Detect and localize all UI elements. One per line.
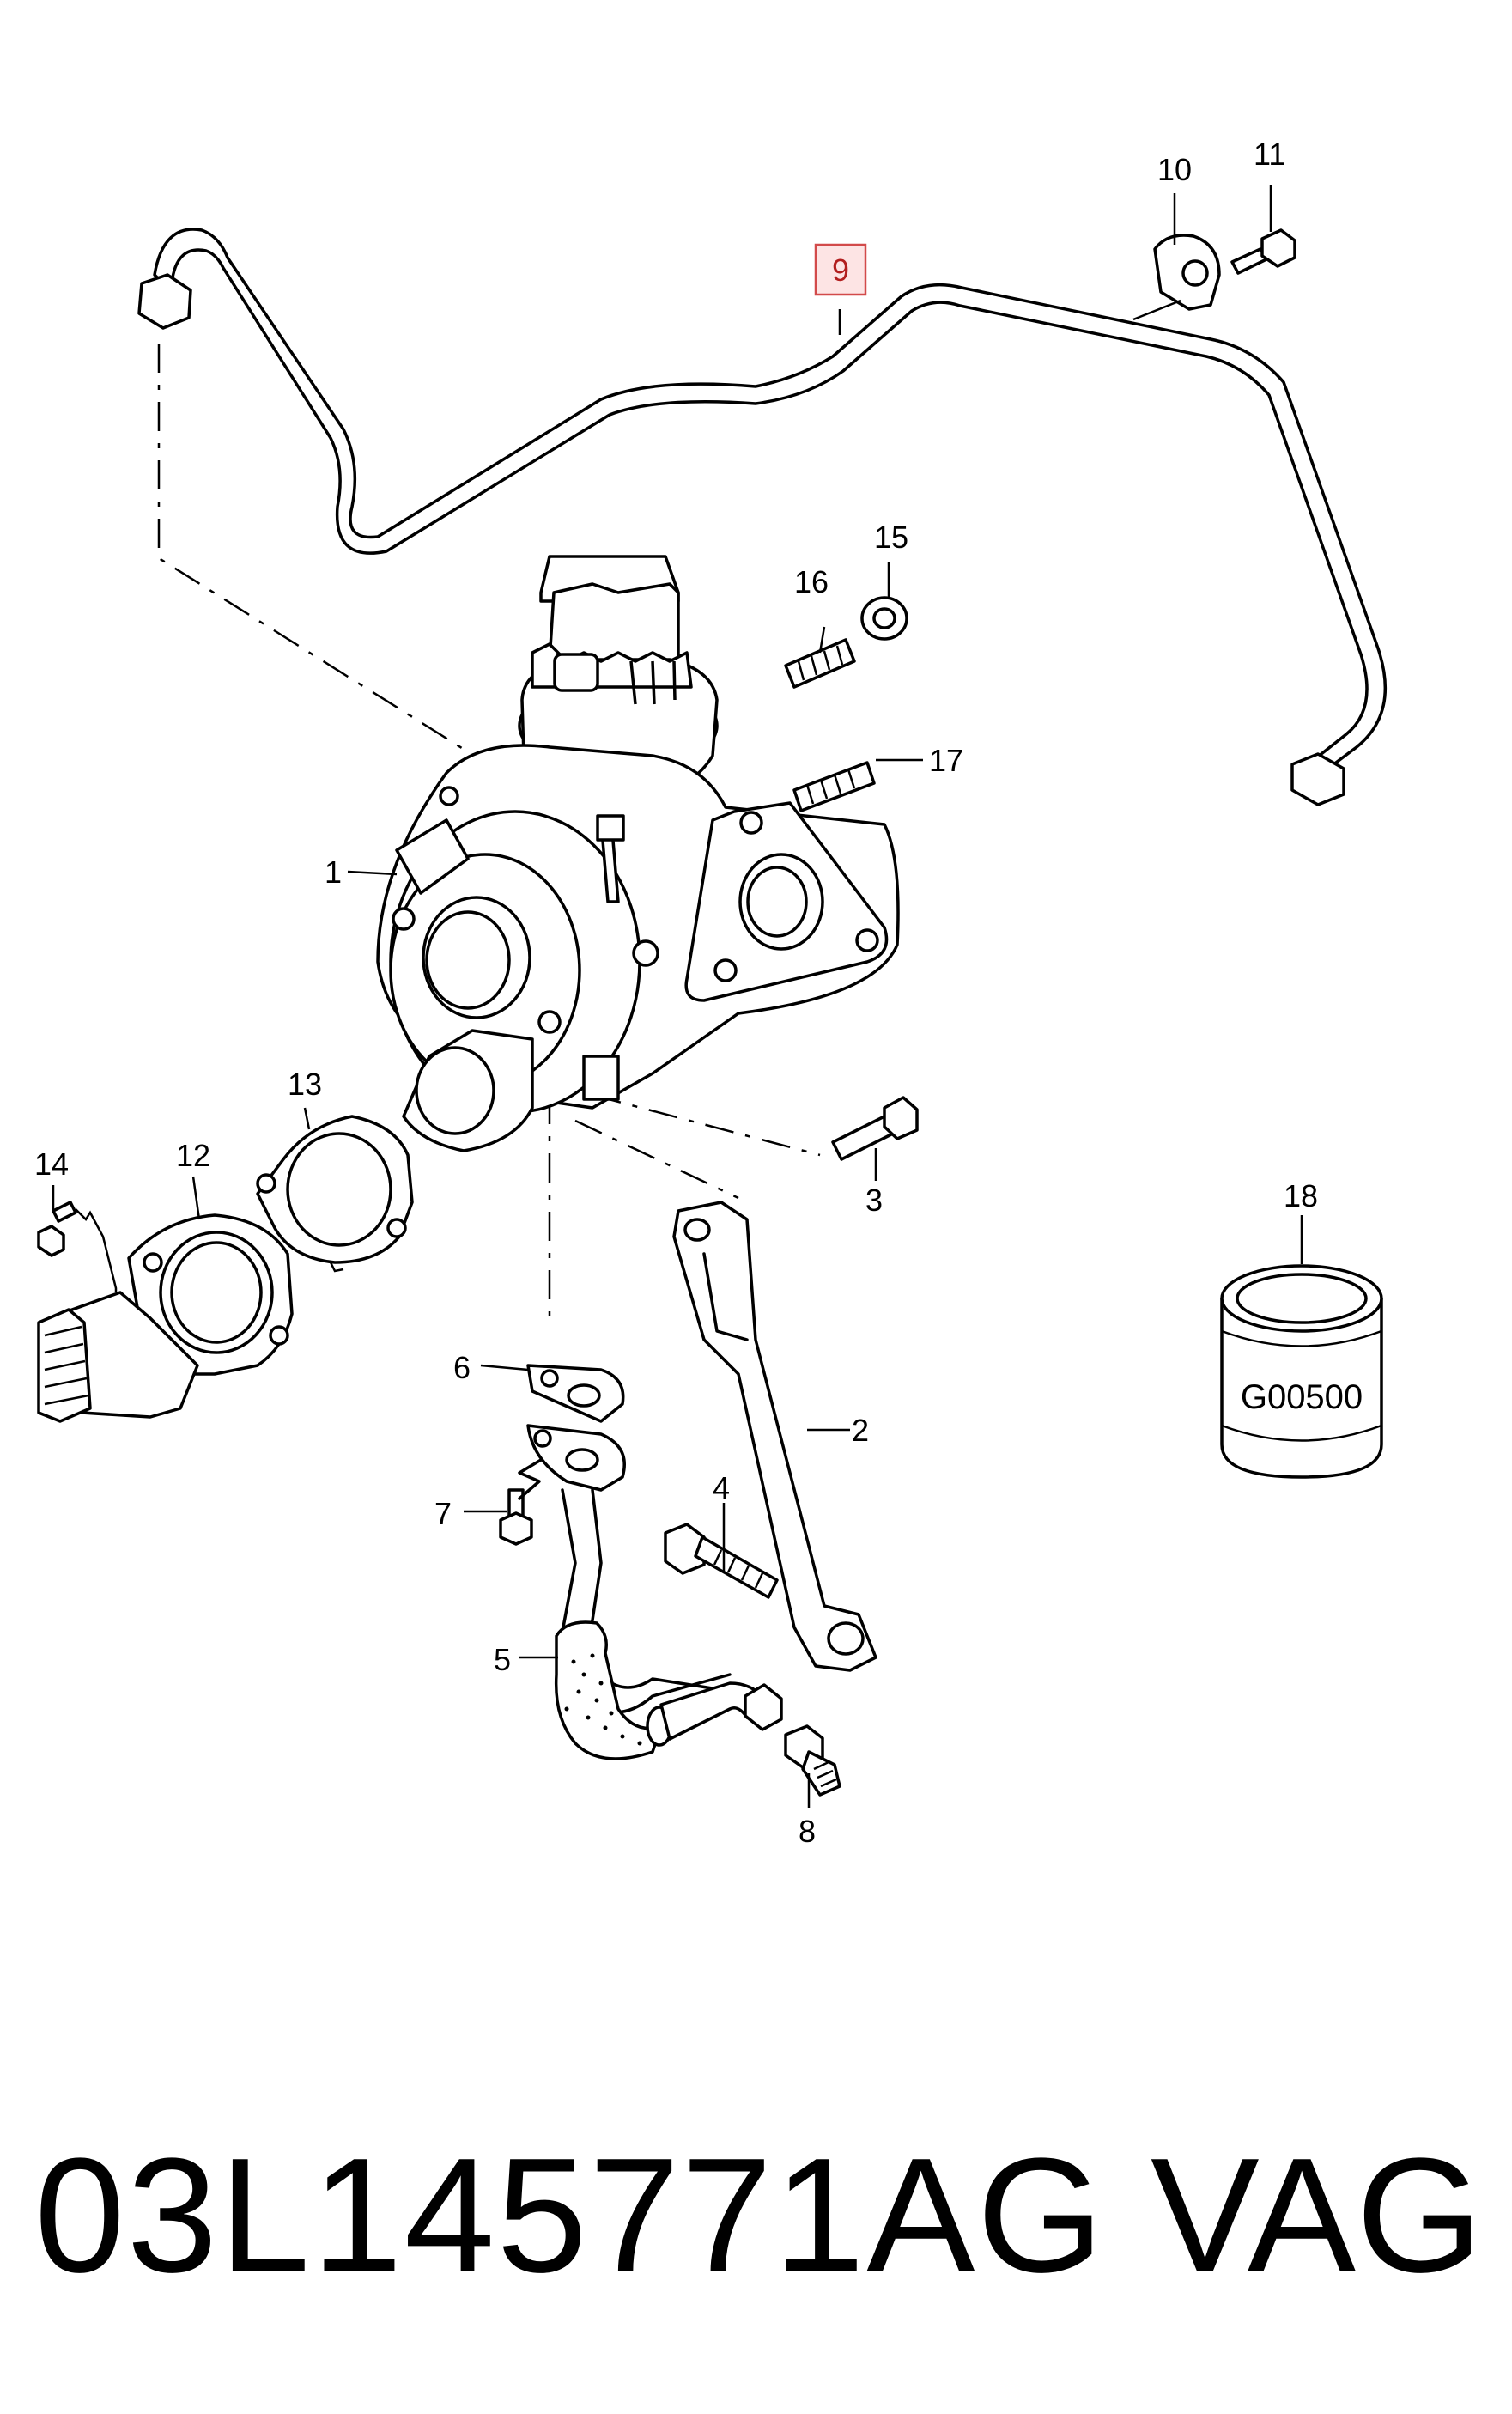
washer-15 [860,596,908,641]
label-9-highlight [814,243,867,296]
pipe-clip [1132,234,1221,321]
gasket-13 [256,1115,414,1273]
label-15: 15 [874,520,908,555]
gasket-6 [526,1364,626,1492]
stud-17 [792,761,876,812]
brand-name: VAG [1151,2125,1484,2307]
label-1: 1 [325,854,342,890]
bolt-3 [831,1096,919,1161]
union-bolt-8 [784,1724,841,1797]
sealant-canister-18: G00500 [1220,1264,1383,1479]
footer: 03L145771AG VAG [26,2087,1485,2344]
label-5: 5 [494,1642,511,1677]
label-14: 14 [34,1146,69,1182]
callout-labels: 1 2 3 4 5 6 7 8 9 10 11 12 13 14 15 16 1… [34,137,1318,1849]
label-7: 7 [434,1496,452,1531]
label-6: 6 [453,1350,471,1385]
label-18: 18 [1284,1178,1318,1213]
label-13: 13 [288,1067,322,1102]
bolt-4 [664,1523,779,1599]
bolt-7 [499,1488,533,1546]
label-12: 12 [176,1138,210,1173]
label-17: 17 [929,743,963,778]
clip-bolt [1230,228,1296,275]
leader-lines [52,185,1303,1808]
return-pipe-5 [554,1488,783,1760]
label-9: 9 [832,252,849,288]
label-16: 16 [794,564,829,599]
oil-feed-pipe [137,228,1388,806]
bracket-zigzag-7 [518,1458,543,1500]
label-10: 10 [1157,152,1192,187]
canister-code: G00500 [1241,1378,1363,1416]
pipe-nut-right [1290,752,1345,806]
label-2: 2 [852,1413,869,1448]
bracket-2 [672,1201,877,1672]
pipe-nut-top [137,273,192,330]
turbocharger [376,555,900,1152]
bolt-14 [37,1201,118,1292]
label-4: 4 [713,1470,730,1505]
label-3: 3 [865,1183,883,1218]
label-11: 11 [1254,137,1285,172]
part-number: 03L145771AG [34,2125,1106,2307]
stud-16 [784,638,856,689]
exhaust-flange-12 [37,1213,294,1423]
label-8: 8 [799,1814,816,1849]
